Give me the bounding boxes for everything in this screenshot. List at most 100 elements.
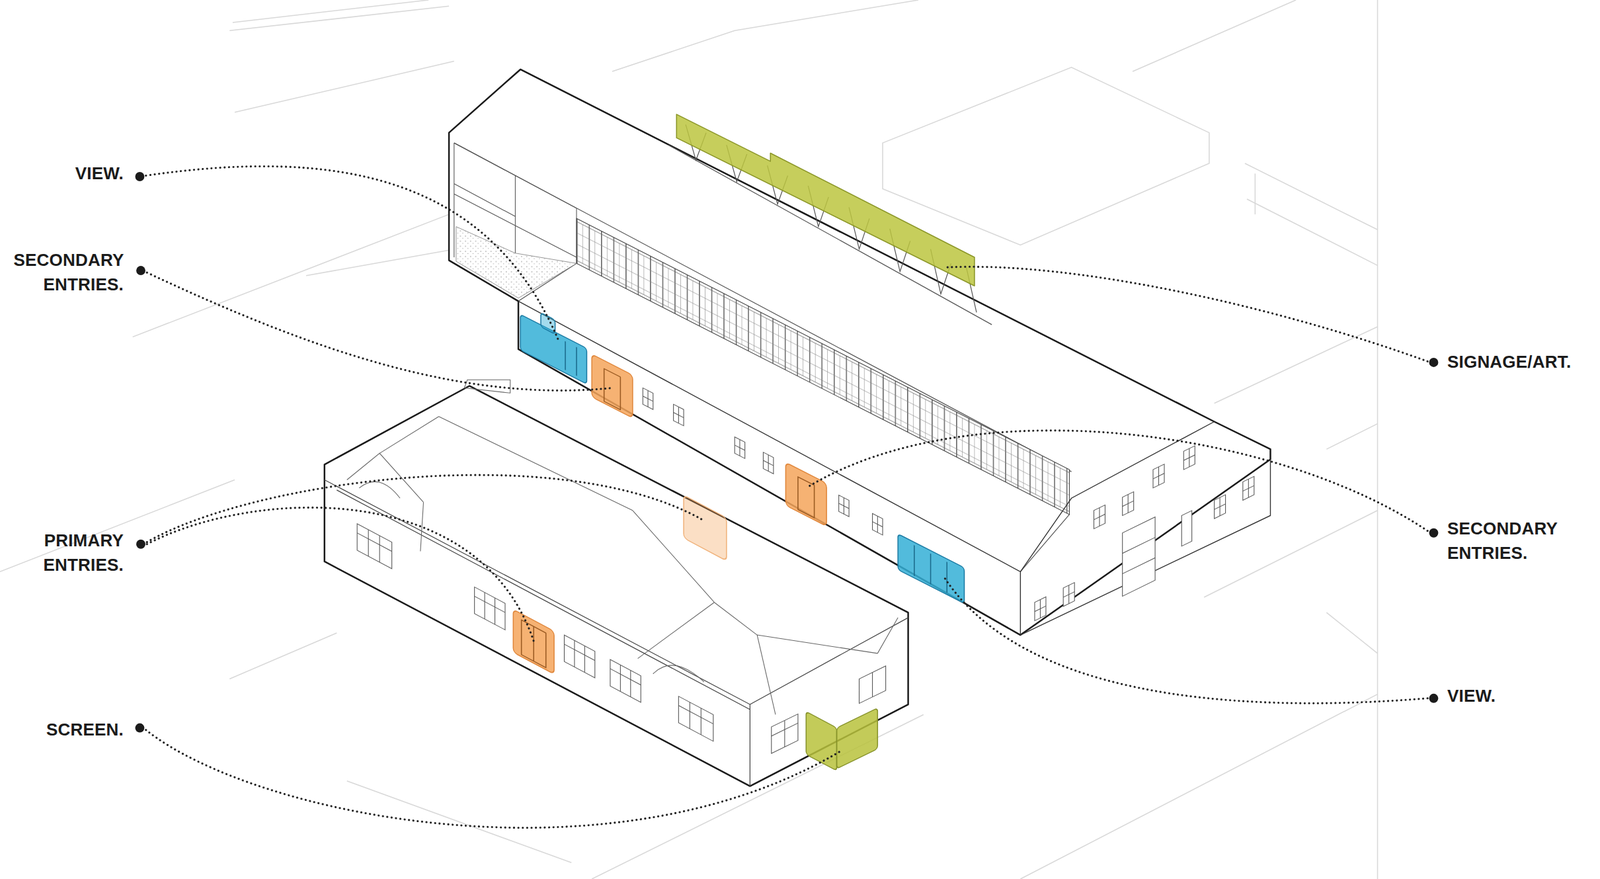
wall-windows bbox=[642, 388, 653, 410]
leader-lines bbox=[146, 272, 613, 391]
site-context bbox=[229, 632, 337, 679]
gable-windows bbox=[1122, 557, 1156, 574]
paved-court bbox=[456, 226, 577, 299]
gable-windows bbox=[1122, 491, 1134, 516]
roof-hips bbox=[347, 379, 898, 715]
wall-windows bbox=[762, 460, 773, 466]
secondary-entry bbox=[798, 476, 815, 518]
leader-dots bbox=[1428, 693, 1439, 703]
gable-windows bbox=[1242, 476, 1255, 500]
facade-windows bbox=[474, 587, 506, 631]
facade-windows bbox=[368, 529, 369, 557]
callout-label: VIEW. bbox=[1447, 683, 1496, 709]
gable-windows bbox=[1242, 485, 1255, 491]
primary-entry bbox=[521, 619, 547, 668]
facade-windows bbox=[357, 523, 392, 569]
gable-windows bbox=[1122, 517, 1156, 597]
facade-windows bbox=[563, 634, 595, 678]
site-context bbox=[882, 67, 1210, 246]
site-context bbox=[306, 249, 449, 276]
signage-truss bbox=[668, 144, 992, 325]
leader-dots bbox=[134, 171, 1439, 732]
facade-windows bbox=[630, 670, 631, 697]
gable-windows bbox=[1093, 504, 1105, 529]
leader-lines bbox=[146, 165, 1428, 828]
gable-windows bbox=[1153, 464, 1165, 488]
facade-windows bbox=[357, 523, 392, 569]
wall-windows bbox=[762, 452, 773, 475]
leader-lines bbox=[944, 266, 1429, 361]
primary-entry-faded bbox=[683, 495, 727, 561]
facade-windows bbox=[859, 665, 886, 704]
callout-label: VIEW. bbox=[75, 161, 124, 186]
facade-windows bbox=[700, 708, 702, 735]
gable-windows bbox=[1093, 513, 1105, 520]
view-glazing bbox=[897, 533, 964, 603]
facade-windows bbox=[563, 634, 595, 678]
facade-windows bbox=[357, 532, 392, 552]
eave-lines bbox=[324, 479, 909, 786]
gable-windows bbox=[1183, 445, 1195, 470]
gable-arches bbox=[359, 481, 705, 682]
wall-windows bbox=[872, 521, 883, 527]
gable-windows bbox=[1063, 582, 1075, 607]
gable-windows bbox=[1181, 510, 1192, 547]
facade-windows bbox=[784, 720, 785, 747]
roof-eave bbox=[454, 142, 1072, 472]
leader-dots bbox=[1428, 357, 1439, 367]
leader-dots bbox=[136, 265, 146, 276]
gable-windows bbox=[1214, 494, 1226, 519]
gable-windows bbox=[1063, 591, 1075, 598]
gable-windows bbox=[1034, 596, 1046, 621]
clerestory-windows bbox=[576, 218, 1070, 515]
wall-windows bbox=[673, 403, 684, 426]
highlight-panels bbox=[513, 302, 964, 771]
gable-windows bbox=[1183, 445, 1195, 470]
gable-windows bbox=[1214, 494, 1226, 519]
wall-windows bbox=[762, 452, 773, 475]
screen-panel bbox=[805, 711, 837, 771]
view-glazing bbox=[897, 533, 964, 603]
leader-lines bbox=[805, 430, 1428, 531]
site-context bbox=[1326, 612, 1378, 654]
site-context bbox=[1244, 163, 1378, 230]
facade-windows bbox=[563, 643, 595, 661]
facade-windows bbox=[474, 595, 506, 613]
leader-lines bbox=[146, 165, 560, 342]
screen-panel bbox=[837, 707, 879, 769]
site-context bbox=[234, 61, 455, 113]
facade-windows bbox=[678, 696, 713, 742]
secondary-entry bbox=[591, 354, 633, 418]
gable-windows bbox=[1153, 464, 1165, 488]
leader-lines bbox=[146, 474, 705, 542]
gable-windows bbox=[1242, 476, 1255, 500]
view-glazing bbox=[540, 312, 556, 335]
callout-label: SIGNAGE/ART. bbox=[1447, 349, 1571, 375]
gable-windows bbox=[1122, 517, 1156, 597]
site-context bbox=[1326, 423, 1378, 450]
small-building-mass bbox=[324, 385, 909, 786]
site-context bbox=[0, 0, 1378, 879]
site-context bbox=[1254, 173, 1257, 215]
facade-windows bbox=[379, 535, 381, 562]
gable-windows bbox=[1122, 491, 1134, 516]
site-context bbox=[347, 780, 572, 863]
gable-windows bbox=[1063, 582, 1075, 607]
screen-panel bbox=[837, 707, 879, 769]
secondary-entry bbox=[591, 354, 633, 418]
facade-windows bbox=[620, 664, 621, 691]
facade-windows bbox=[859, 665, 886, 704]
wall-windows bbox=[872, 513, 883, 535]
gable-windows bbox=[1214, 503, 1226, 510]
wall-windows bbox=[839, 503, 849, 509]
callout-label: SECONDARY ENTRIES. bbox=[1447, 516, 1558, 566]
screen-panel bbox=[805, 711, 837, 771]
callout-label: SCREEN. bbox=[46, 717, 124, 742]
wall-windows bbox=[673, 412, 684, 418]
secondary-entry bbox=[785, 462, 827, 526]
site-context bbox=[1020, 694, 1378, 879]
callout-label: SECONDARY ENTRIES. bbox=[13, 247, 125, 297]
site-context bbox=[229, 5, 449, 31]
facade-windows bbox=[494, 597, 496, 625]
